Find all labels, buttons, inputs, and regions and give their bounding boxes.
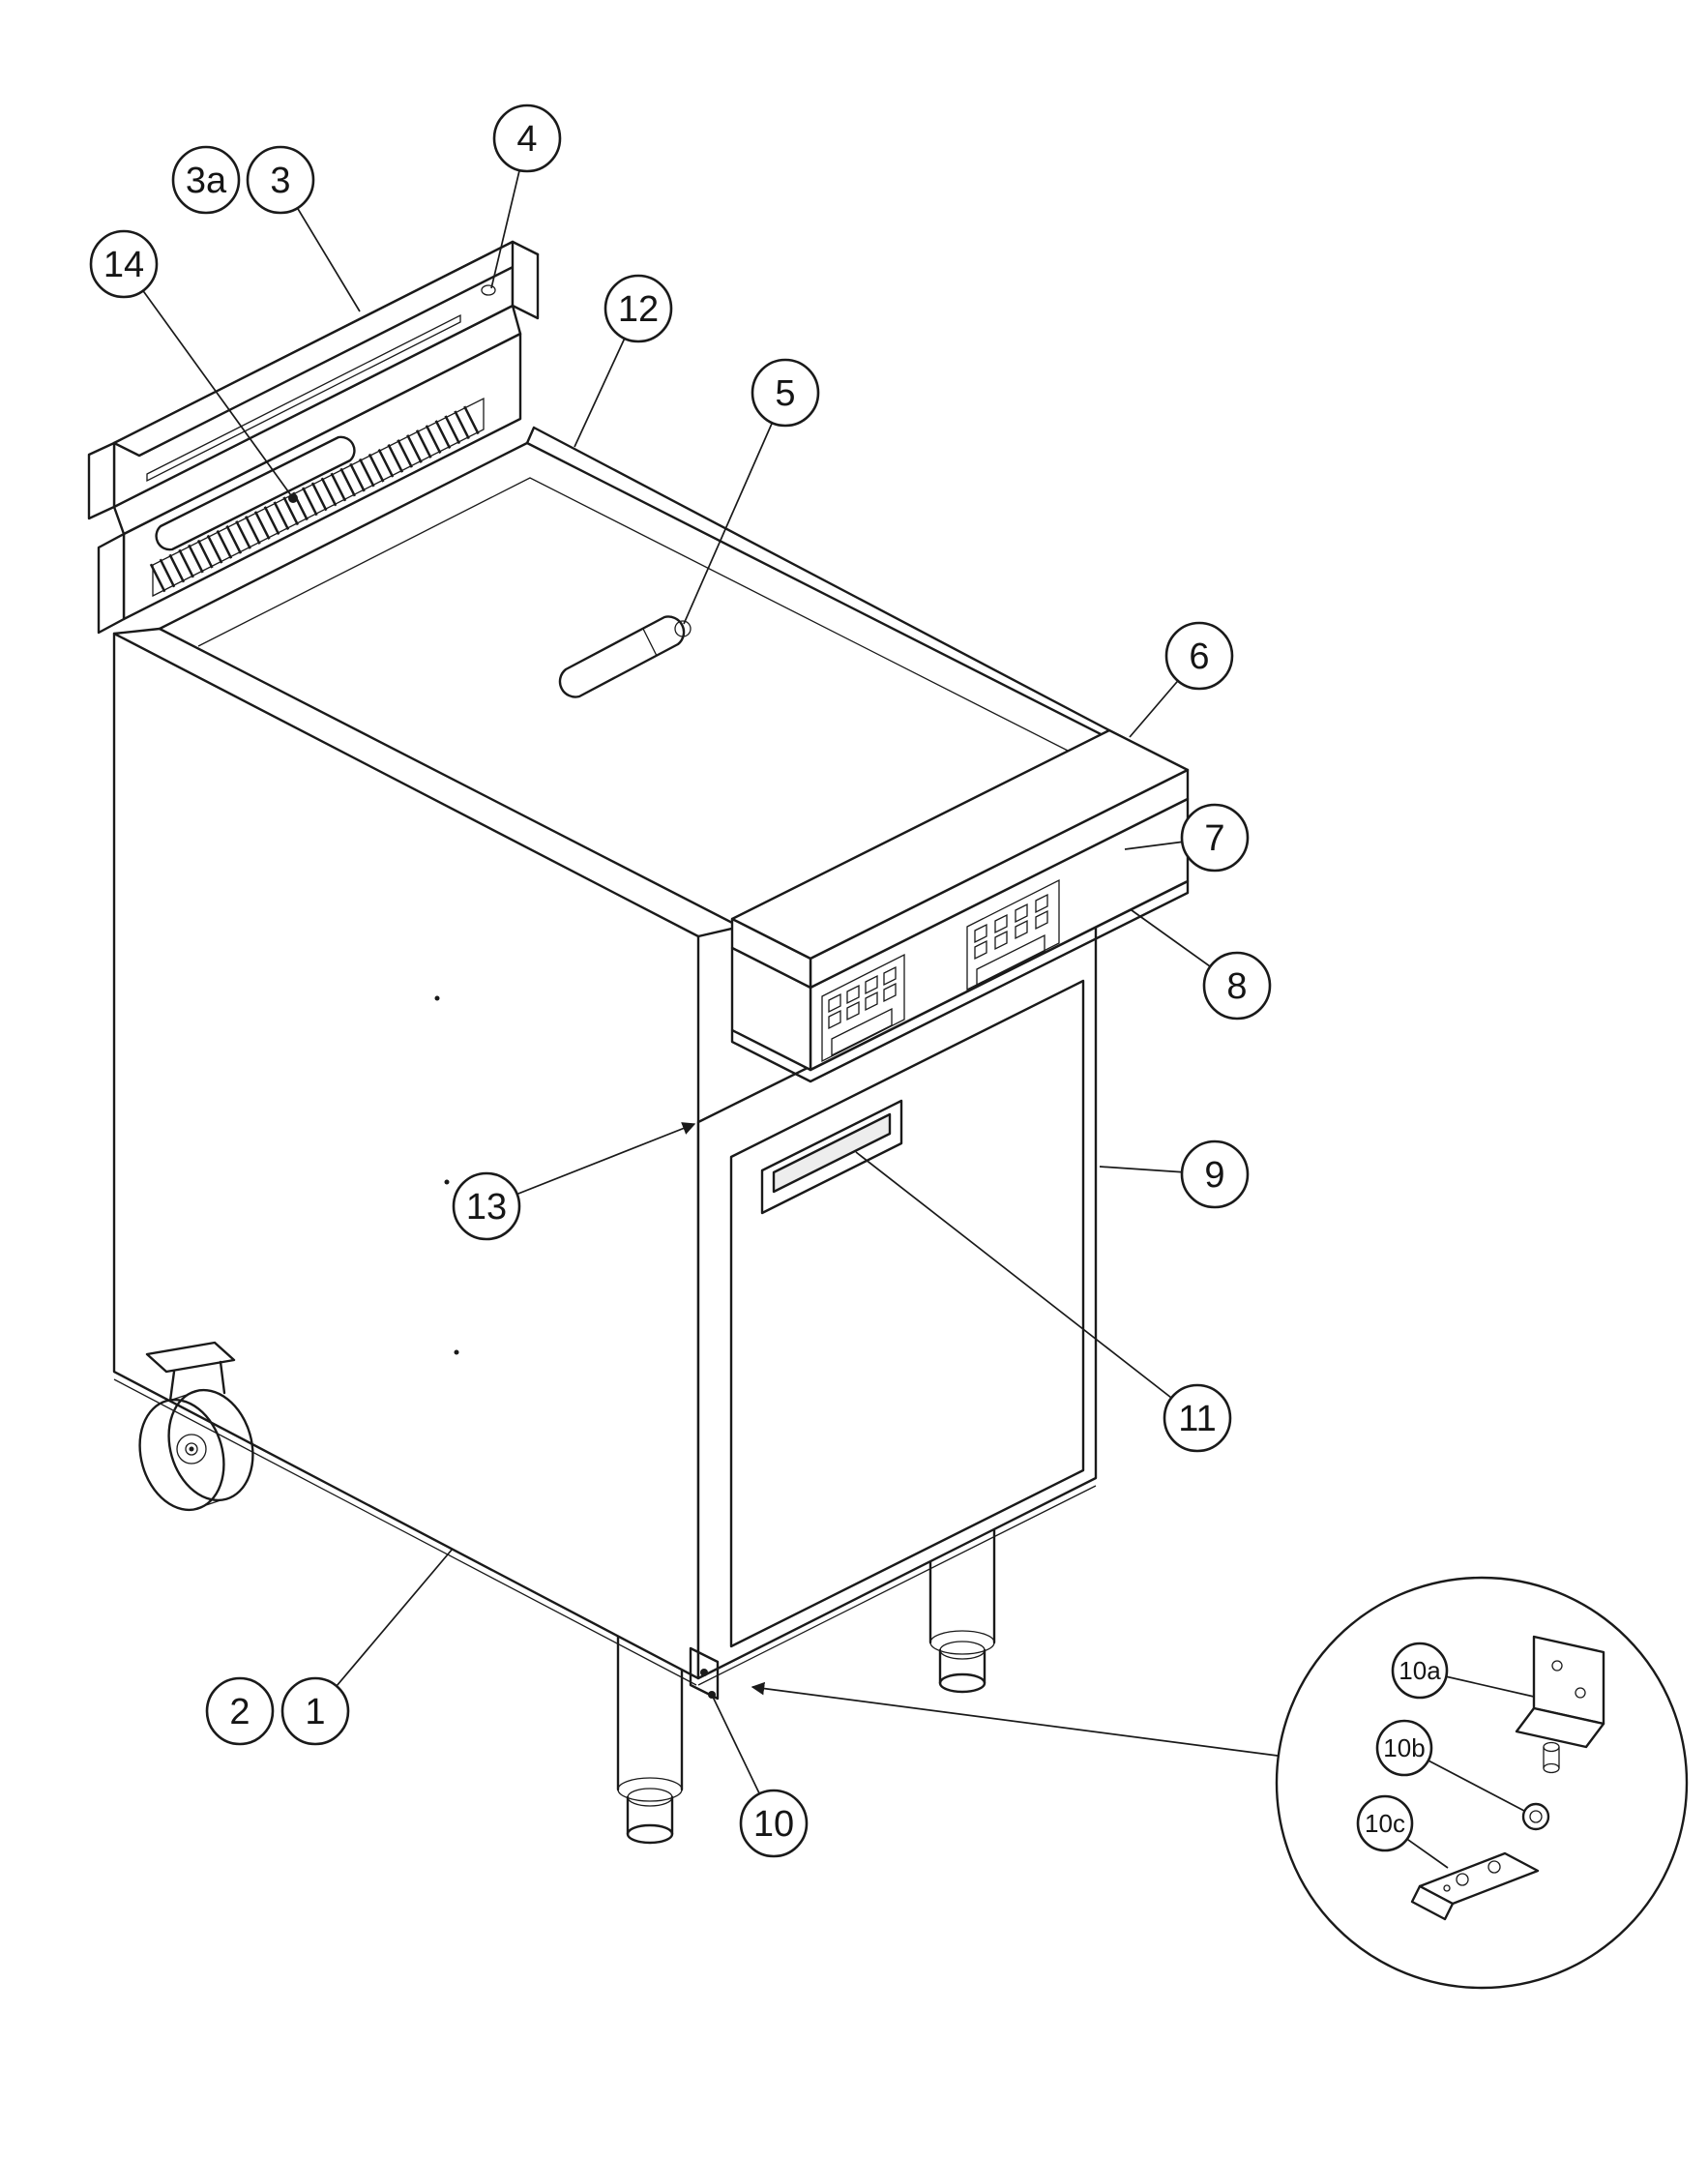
backsplash — [87, 240, 540, 635]
callouts: 3a 3 4 14 12 5 6 7 — [89, 104, 1449, 1858]
callout-7-label: 7 — [1204, 818, 1224, 859]
plate-10c — [1410, 1851, 1540, 1921]
callout-12: 12 — [604, 274, 673, 343]
corner-bracket — [689, 1646, 720, 1701]
door-handle — [760, 1099, 903, 1215]
detail-circle — [1275, 1576, 1689, 1990]
callout-13-label: 13 — [466, 1187, 507, 1228]
callout-3: 3 — [246, 145, 315, 215]
callout-10c-label: 10c — [1365, 1809, 1405, 1838]
caster-wheel — [138, 1341, 254, 1512]
louver-vent — [149, 397, 487, 598]
callout-8-label: 8 — [1226, 966, 1247, 1007]
callout-2-label: 2 — [229, 1692, 250, 1732]
control-panel-band — [730, 728, 1190, 1083]
screw-part-4 — [481, 284, 496, 296]
right-leg — [928, 1507, 996, 1694]
callout-4: 4 — [492, 104, 562, 173]
callout-10b-label: 10b — [1383, 1733, 1425, 1762]
callout-14-label: 14 — [103, 245, 144, 285]
callout-9-label: 9 — [1204, 1155, 1224, 1196]
washer-10b — [1521, 1802, 1550, 1831]
callout-3-label: 3 — [270, 161, 290, 201]
callout-9: 9 — [1180, 1139, 1250, 1209]
callout-6: 6 — [1164, 621, 1234, 691]
callout-10a: 10a — [1391, 1642, 1449, 1700]
callout-4-label: 4 — [516, 119, 537, 160]
callout-11-label: 11 — [1178, 1399, 1216, 1439]
callout-14: 14 — [89, 229, 159, 299]
callout-1: 1 — [280, 1676, 350, 1746]
callout-10-label: 10 — [753, 1804, 794, 1845]
handle-slot — [155, 435, 356, 551]
detail-inset — [751, 1576, 1689, 1990]
callout-3a: 3a — [171, 145, 241, 215]
callout-8: 8 — [1202, 951, 1272, 1021]
right-keypad — [966, 878, 1060, 991]
drain-handle-part — [558, 615, 692, 698]
callout-5: 5 — [751, 358, 820, 428]
callout-5-label: 5 — [775, 373, 795, 414]
callout-6-label: 6 — [1189, 636, 1209, 677]
bracket-10a — [1515, 1635, 1605, 1774]
callout-12-label: 12 — [618, 289, 659, 330]
callout-10c: 10c — [1356, 1794, 1414, 1852]
callout-3a-label: 3a — [186, 161, 227, 201]
callout-7: 7 — [1180, 803, 1250, 873]
callout-11: 11 — [1163, 1383, 1232, 1453]
left-keypad — [821, 953, 905, 1063]
callout-10a-label: 10a — [1399, 1656, 1441, 1685]
callout-1-label: 1 — [305, 1692, 325, 1732]
door — [729, 979, 1085, 1648]
callout-10: 10 — [739, 1789, 809, 1858]
callout-2: 2 — [205, 1676, 275, 1746]
callout-13: 13 — [452, 1171, 521, 1241]
callout-10b: 10b — [1375, 1719, 1433, 1777]
